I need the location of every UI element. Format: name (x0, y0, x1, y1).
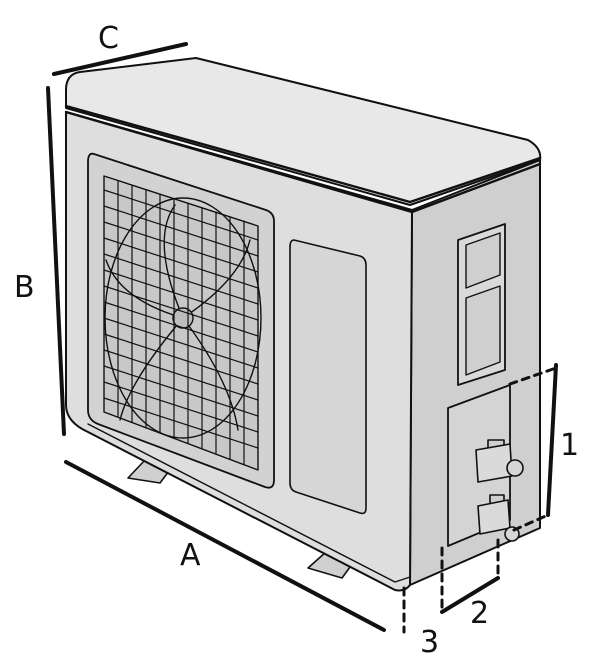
dimension-line-c (52, 42, 188, 76)
fan-grille (87, 152, 275, 489)
dimension-line-1 (546, 363, 558, 517)
label-1: 1 (560, 428, 579, 463)
dimension-labels: C B A 1 2 3 (14, 21, 579, 660)
label-2: 2 (470, 596, 489, 631)
dimension-lines (46, 42, 558, 634)
dimension-line-2 (440, 576, 500, 614)
label-3: 3 (420, 625, 439, 660)
dimension-guides (402, 366, 558, 634)
dimension-line-b (46, 86, 66, 436)
front-side-panel (289, 239, 367, 515)
base-edge (87, 423, 411, 583)
dimension-line-a (64, 460, 386, 632)
label-b: B (14, 270, 35, 305)
lid-rim (64, 104, 542, 214)
top-lid (65, 57, 542, 206)
grille-bars (103, 180, 259, 465)
fan-blades (105, 204, 251, 431)
outdoor-unit (64, 57, 542, 592)
side-handle (457, 223, 506, 386)
label-a: A (180, 538, 201, 573)
label-c: C (98, 21, 119, 56)
